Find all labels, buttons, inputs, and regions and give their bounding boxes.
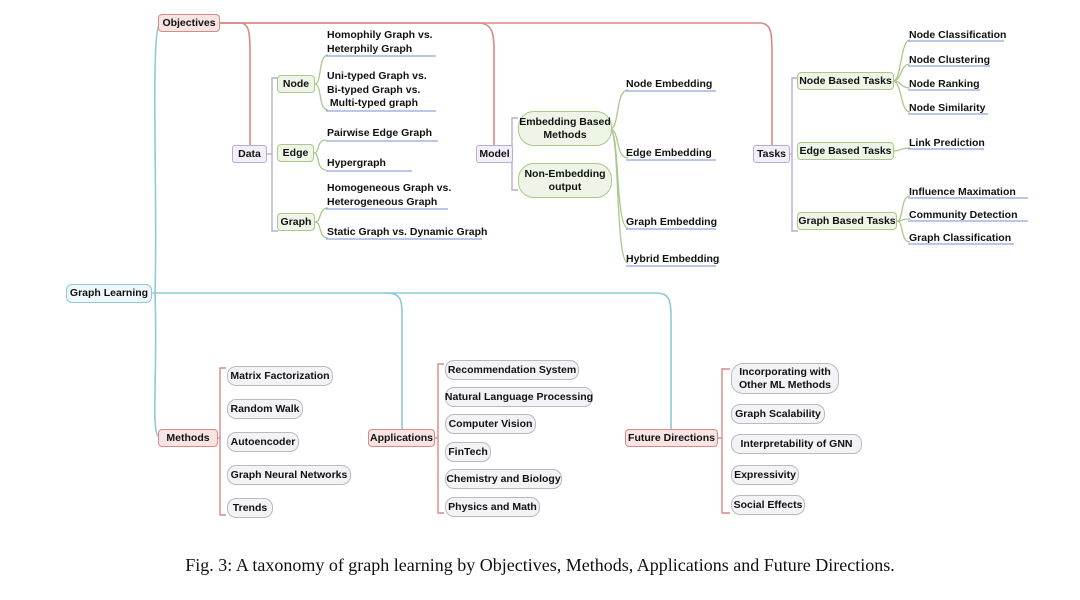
leaf-homogeneous: Homogeneous Graph vs. Heterogeneous Grap… [327,182,452,208]
root-node: Graph Learning [66,284,152,303]
leaf-uni-typed: Uni-typed Graph vs. Bi-typed Graph vs. M… [327,70,427,109]
non-embedding-output: Non-Embedding output [518,163,612,198]
application-item: Chemistry and Biology [445,469,562,489]
embedding-based-methods: Embedding Based Methods [518,111,612,146]
method-item: Random Walk [227,399,303,419]
application-item: FinTech [445,442,491,462]
node-based-tasks: Node Based Tasks [797,72,894,90]
future-directions-node: Future Directions [625,429,718,447]
applications-node: Applications [368,429,435,447]
application-item: Recommendation System [445,360,579,380]
future-item: Incorporating with Other ML Methods [731,363,839,394]
data-node: Data [232,145,267,163]
future-item: Graph Scalability [731,404,825,424]
method-item: Autoencoder [227,432,299,452]
leaf-hypergraph: Hypergraph [327,157,386,169]
leaf-homophily: Homophily Graph vs. Heterphily Graph [327,29,433,55]
leaf-link-prediction: Link Prediction [909,137,985,149]
objectives-node: Objectives [158,14,220,32]
future-item: Expressivity [731,465,799,485]
leaf-graph-embedding: Graph Embedding [626,216,718,228]
application-item: Computer Vision [445,414,536,434]
leaf-pairwise: Pairwise Edge Graph [327,127,433,139]
edge-category: Edge [277,144,314,162]
edge-based-tasks: Edge Based Tasks [797,142,894,160]
tasks-node: Tasks [753,145,790,163]
leaf-node-ranking: Node Ranking [909,78,980,90]
future-item: Interpretability of GNN [731,434,862,454]
method-item: Matrix Factorization [227,366,333,386]
leaf-influence-maximation: Influence Maximation [909,186,1016,198]
graph-category: Graph [277,213,315,231]
methods-node: Methods [158,429,218,447]
node-category: Node [277,75,315,93]
application-item: Physics and Math [445,497,540,517]
method-item: Graph Neural Networks [227,465,351,485]
leaf-node-classification: Node Classification [909,29,1007,41]
leaf-static-dynamic: Static Graph vs. Dynamic Graph [327,226,488,238]
application-item: Natural Language Processing [445,387,593,407]
leaf-hybrid-embedding: Hybrid Embedding [626,253,720,265]
model-node: Model [476,145,513,163]
leaf-node-similarity: Node Similarity [909,102,986,114]
future-item: Social Effects [731,495,805,515]
leaf-graph-classification: Graph Classification [909,232,1012,244]
leaf-community-detection: Community Detection [909,209,1018,221]
figure-caption: Fig. 3: A taxonomy of graph learning by … [185,555,895,575]
graph-based-tasks: Graph Based Tasks [797,212,897,230]
leaf-node-embedding: Node Embedding [626,78,713,90]
method-item: Trends [227,498,273,518]
leaf-node-clustering: Node Clustering [909,54,991,66]
leaf-edge-embedding: Edge Embedding [626,147,712,159]
